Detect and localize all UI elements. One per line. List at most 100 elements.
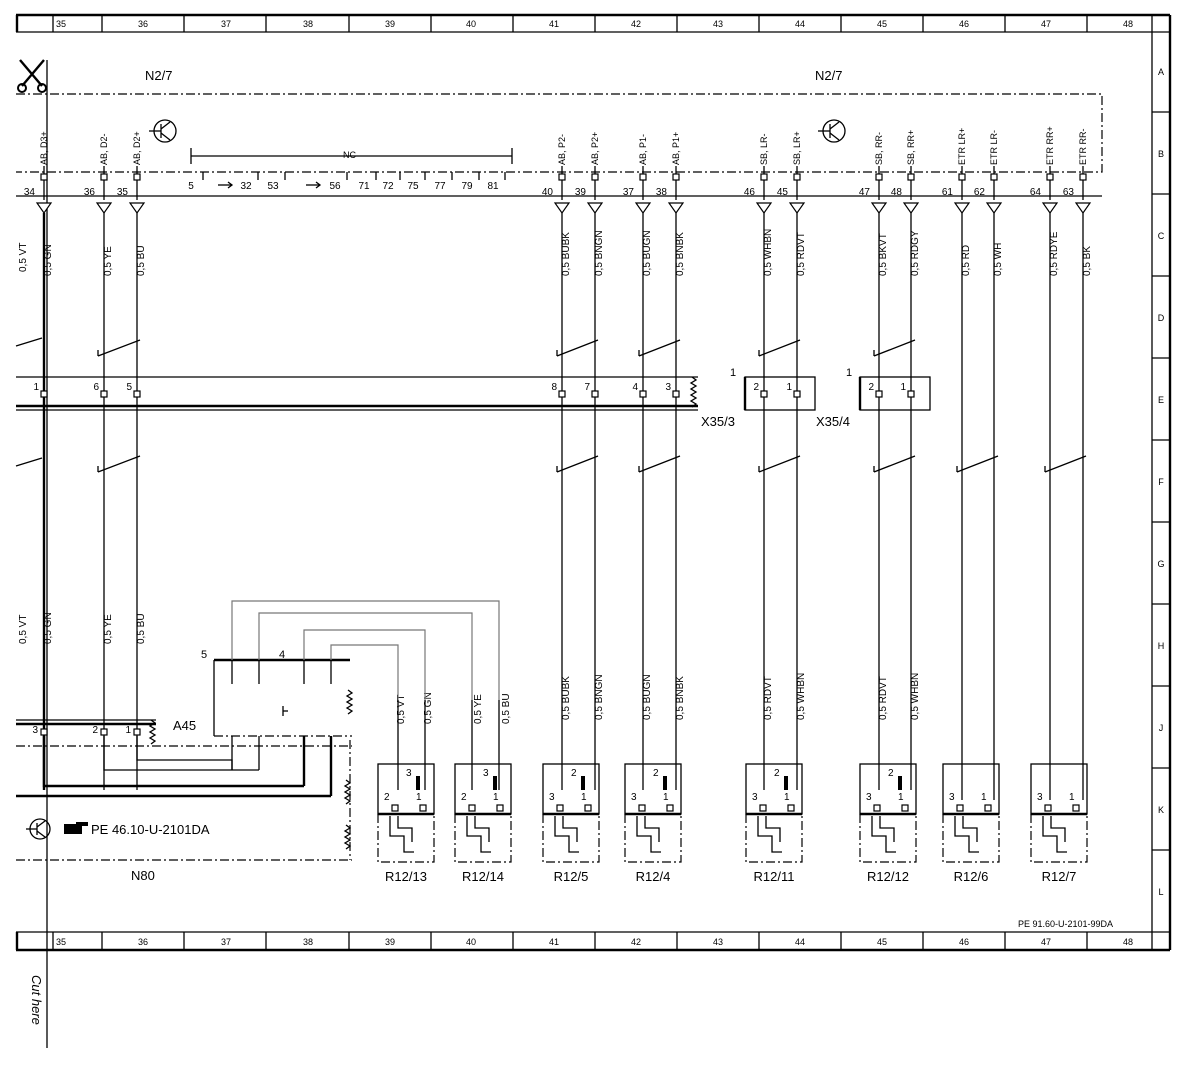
pin-number: 37: [623, 187, 635, 198]
pin-signal: ETR RR+: [1045, 126, 1055, 165]
wire-label: 0,5 GN: [43, 612, 54, 644]
column-marker: 42: [631, 937, 641, 947]
wire-label: 0,5 BUGN: [642, 674, 653, 720]
connector-x35-3: X35/3: [16, 376, 735, 429]
row-marker: C: [1158, 231, 1165, 241]
column-marker: 45: [877, 937, 887, 947]
column-marker: 43: [713, 19, 723, 29]
wire-label: 0,5 WH: [993, 243, 1004, 276]
nc-pin-number: 77: [434, 181, 446, 192]
nc-pin-number: 32: [240, 181, 252, 192]
connector-pin-number: 4: [632, 382, 638, 393]
connector-pin-number: 2: [753, 382, 759, 393]
component-pin-b: 1: [1069, 792, 1075, 803]
pin-signal: AB, P1-: [638, 134, 648, 165]
pin-number: 63: [1063, 187, 1075, 198]
component-pin-b: 1: [416, 792, 422, 803]
pin-number: 62: [974, 187, 986, 198]
component-pin-c: 2: [774, 768, 780, 779]
wire-label: 0,5 VT: [18, 243, 29, 272]
nc-pin-number: 72: [382, 181, 394, 192]
component-label: R12/12: [867, 869, 909, 884]
column-marker: 48: [1123, 19, 1133, 29]
column-marker: 45: [877, 19, 887, 29]
n2-7-label-left: N2/7: [145, 68, 172, 83]
wire-label: 0,5 YE: [103, 614, 114, 644]
pe-reference-link[interactable]: PE 46.10-U-2101DA: [91, 822, 210, 837]
n80-pin-5: 5: [201, 649, 207, 661]
column-marker: 47: [1041, 19, 1051, 29]
component-pin-c: 3: [406, 768, 412, 779]
row-marker: G: [1157, 559, 1164, 569]
wire-label: 0,5 BU: [136, 613, 147, 644]
a45-connector: A45: [16, 718, 352, 747]
pin-number: 47: [859, 187, 871, 198]
column-marker: 41: [549, 19, 559, 29]
pin-signal: SB, LR-: [759, 133, 769, 165]
wire-label: 0,5 BNBK: [675, 232, 686, 276]
component-pin-a: 3: [752, 792, 758, 803]
wire-label: 0,5 WHBN: [910, 673, 921, 720]
wire-label: 0,5 RD: [961, 245, 972, 276]
connector-x35-4: X35/4 1: [730, 367, 850, 429]
pin-number: 64: [1030, 187, 1042, 198]
component-pin-c: 2: [571, 768, 577, 779]
wire-label: 0,5 BUBK: [561, 676, 572, 720]
pin-signal: ETR LR+: [957, 128, 967, 165]
column-marker: 46: [959, 19, 969, 29]
row-marker: H: [1158, 641, 1165, 651]
wire-label: 0,5 BU: [501, 693, 512, 724]
component-label: R12/5: [554, 869, 589, 884]
wire-label: 0,5 BNGN: [594, 674, 605, 720]
nc-pin-number: 81: [487, 181, 499, 192]
row-marker: E: [1158, 395, 1164, 405]
connector-x35-5: 1: [846, 367, 931, 411]
component-label: R12/13: [385, 869, 427, 884]
pin-number: 38: [656, 187, 668, 198]
pin-number: 34: [24, 187, 36, 198]
wire-label: 0,5 BNGN: [594, 230, 605, 276]
component-pin-b: 1: [981, 792, 987, 803]
wire-label: 0,5 RDVT: [878, 676, 889, 720]
pin-signal: ETR LR-: [989, 130, 999, 165]
pin-signal: AB, P1+: [671, 132, 681, 165]
component-pin-a: 3: [866, 792, 872, 803]
arrow-icon: [218, 181, 234, 189]
n2-7-label-right: N2/7: [815, 68, 842, 83]
connector-x35-5-pre: 1: [846, 367, 852, 379]
wire-label: 0,5 BUGN: [642, 230, 653, 276]
component-pin-a: 2: [384, 792, 390, 803]
connector-pin-number: 3: [665, 382, 671, 393]
column-marker: 47: [1041, 937, 1051, 947]
component-pin-a: 3: [1037, 792, 1043, 803]
component-pin-b: 1: [581, 792, 587, 803]
connector-pin-number: 7: [584, 382, 590, 393]
wire-label: 0,5 BU: [136, 245, 147, 276]
nc-pin-number: 71: [358, 181, 370, 192]
pin-number: 36: [84, 187, 96, 198]
column-marker: 39: [385, 19, 395, 29]
component-pin-a: 3: [949, 792, 955, 803]
component-label: R12/14: [462, 869, 504, 884]
component-label: R12/11: [754, 869, 795, 884]
column-marker: 43: [713, 937, 723, 947]
wire-label: 0,5 RDYE: [1049, 231, 1060, 276]
component-pin-a: 2: [461, 792, 467, 803]
pin-signal: AB, P2+: [590, 132, 600, 165]
column-marker: 37: [221, 937, 231, 947]
column-marker: 35: [56, 937, 66, 947]
wire-label: 0,5 GN: [423, 692, 434, 724]
row-marker: F: [1158, 477, 1164, 487]
connector-x35-4-pre: 1: [730, 367, 736, 379]
component-pin-b: 1: [493, 792, 499, 803]
wire-label: 0,5 BNBK: [675, 676, 686, 720]
